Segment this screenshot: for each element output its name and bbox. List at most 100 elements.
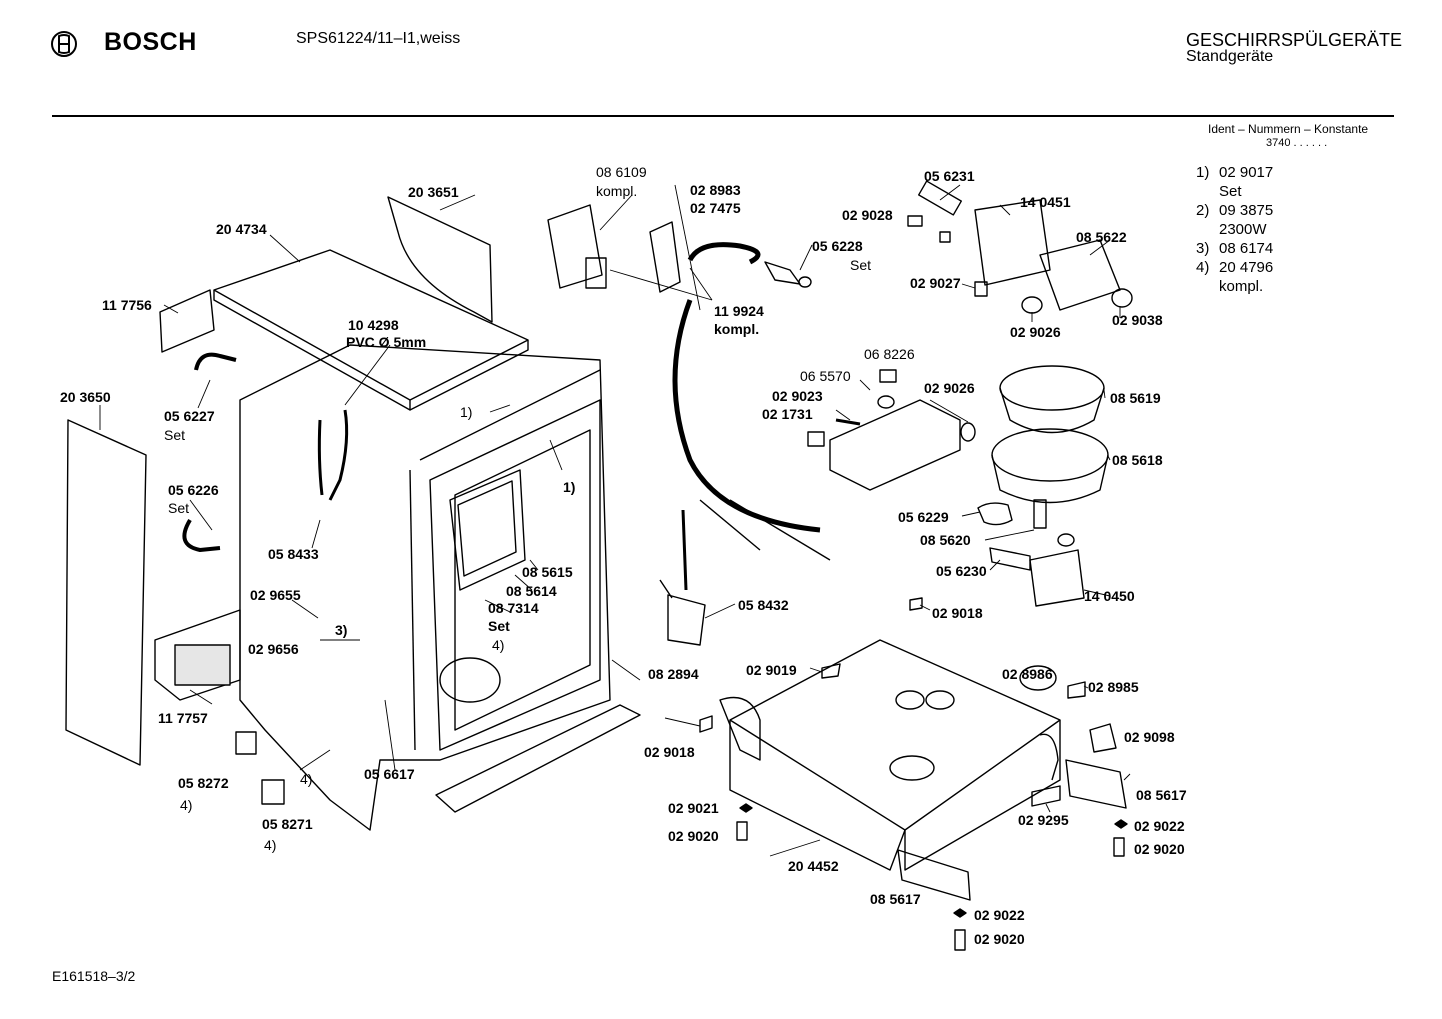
- nut-029022: [1114, 819, 1128, 829]
- clip-029019: [821, 663, 841, 679]
- model-number: SPS61224/11–I1,weiss: [296, 30, 461, 47]
- part-label: 06 5570: [800, 368, 851, 384]
- part-label: 02 9018: [932, 605, 983, 621]
- part-label: Set: [168, 500, 190, 516]
- part-label: 1): [563, 479, 576, 495]
- part-label: 1): [460, 404, 473, 420]
- valve-058271: [261, 779, 285, 805]
- valve-058272: [235, 731, 257, 755]
- plug-029027: [974, 281, 988, 297]
- bottom-rail: [435, 704, 641, 813]
- part-label: 02 9027: [910, 275, 961, 291]
- part-label: 10 4298: [348, 317, 399, 333]
- note-number: 3): [1196, 240, 1210, 257]
- insulation-block: [174, 644, 231, 686]
- category-subtitle: Standgeräte: [1186, 48, 1274, 65]
- heater-block: [829, 399, 961, 491]
- part-label: 08 7314: [488, 600, 539, 616]
- part-label: 20 3650: [60, 389, 111, 405]
- part-label: 14 0450: [1084, 588, 1135, 604]
- part-label: 02 9019: [746, 662, 797, 678]
- part-label: 11 9924: [714, 303, 764, 319]
- heater-element: [449, 469, 526, 591]
- part-label: 4): [300, 771, 313, 787]
- part-label: 02 9028: [842, 207, 893, 223]
- nut-029021: [739, 803, 753, 813]
- bosch-logo-icon: [51, 31, 77, 57]
- part-label: 08 5615: [522, 564, 573, 580]
- part-label: 02 8985: [1088, 679, 1139, 695]
- part-label: 02 1731: [762, 406, 813, 422]
- part-label: 02 8986: [1002, 666, 1053, 682]
- tub-front-frame: [429, 399, 601, 751]
- part-label: 20 3651: [408, 184, 459, 200]
- part-label: 05 6231: [924, 168, 975, 184]
- header-divider: [52, 115, 1394, 117]
- part-label: 02 9026: [924, 380, 975, 396]
- part-label: kompl.: [714, 321, 760, 337]
- note-text: 20 4796: [1219, 259, 1274, 276]
- note-text: 2300W: [1219, 221, 1267, 238]
- part-label: 05 6226: [168, 482, 219, 498]
- note-number: 2): [1196, 202, 1210, 219]
- part-label: 05 8272: [178, 775, 229, 791]
- part-label: 4): [492, 637, 505, 653]
- clip-029018: [909, 597, 923, 611]
- part-label: 08 5617: [870, 891, 921, 907]
- part-label: PVC Ø 5mm: [346, 334, 427, 350]
- part-label: kompl.: [596, 183, 638, 199]
- pump-140450: [1029, 549, 1085, 607]
- pressure-switch: [667, 594, 706, 646]
- part-label: 05 6227: [164, 408, 215, 424]
- part-label: 08 5622: [1076, 229, 1127, 245]
- part-label: 20 4452: [788, 858, 839, 874]
- side-panel-left: [65, 419, 147, 766]
- part-label: 08 2894: [648, 666, 699, 682]
- gasket-029026: [1021, 296, 1043, 314]
- part-label: 14 0451: [1020, 194, 1071, 210]
- gasket-029026b: [960, 422, 976, 442]
- nut-029022b: [953, 908, 967, 918]
- part-label: 05 8271: [262, 816, 313, 832]
- filter-085619: [999, 365, 1105, 411]
- part-label: 02 9656: [248, 641, 299, 657]
- inlet-reservoir: [547, 204, 603, 289]
- gasket-029038: [1111, 288, 1133, 308]
- note-text: Set: [1219, 183, 1242, 200]
- part-label: 4): [180, 797, 193, 813]
- switch-028985: [1067, 681, 1086, 699]
- part-label: 08 5620: [920, 532, 971, 548]
- part-label: 05 6228: [812, 238, 863, 254]
- part-label: 02 9023: [772, 388, 823, 404]
- part-label: Set: [488, 618, 510, 634]
- part-label: 05 6617: [364, 766, 415, 782]
- clip-029028: [907, 215, 923, 227]
- pipe-085620: [1033, 499, 1047, 529]
- float-029098: [1089, 723, 1117, 753]
- part-label: 08 5618: [1112, 452, 1163, 468]
- part-label: 02 7475: [690, 200, 741, 216]
- part-label: 05 6230: [936, 563, 987, 579]
- part-label: 06 8226: [864, 346, 915, 362]
- part-label: 05 8433: [268, 546, 319, 562]
- part-label: 11 7757: [158, 710, 208, 726]
- fuse-021731: [807, 431, 825, 447]
- foot-029020c: [954, 929, 966, 951]
- part-label: 11 7756: [102, 297, 152, 313]
- note-text: 02 9017: [1219, 164, 1274, 181]
- plinth-bracket: [154, 609, 241, 701]
- inlet-valve: [649, 221, 681, 293]
- category-title: GESCHIRRSPÜLGERÄTE: [1186, 30, 1403, 50]
- part-label: 02 9020: [668, 828, 719, 844]
- part-label: 02 9022: [1134, 818, 1185, 834]
- foot-029020b: [1113, 837, 1125, 857]
- note-text: 09 3875: [1219, 202, 1274, 219]
- bracket-085617: [1065, 759, 1127, 809]
- connector-056228: [764, 261, 801, 285]
- connector-056230: [989, 547, 1031, 571]
- part-label: 05 8432: [738, 597, 789, 613]
- part-label: 02 9295: [1018, 812, 1069, 828]
- pump-housing-140451: [974, 199, 1051, 286]
- sensor-065570: [877, 395, 895, 409]
- top-rear-panel: [387, 196, 493, 323]
